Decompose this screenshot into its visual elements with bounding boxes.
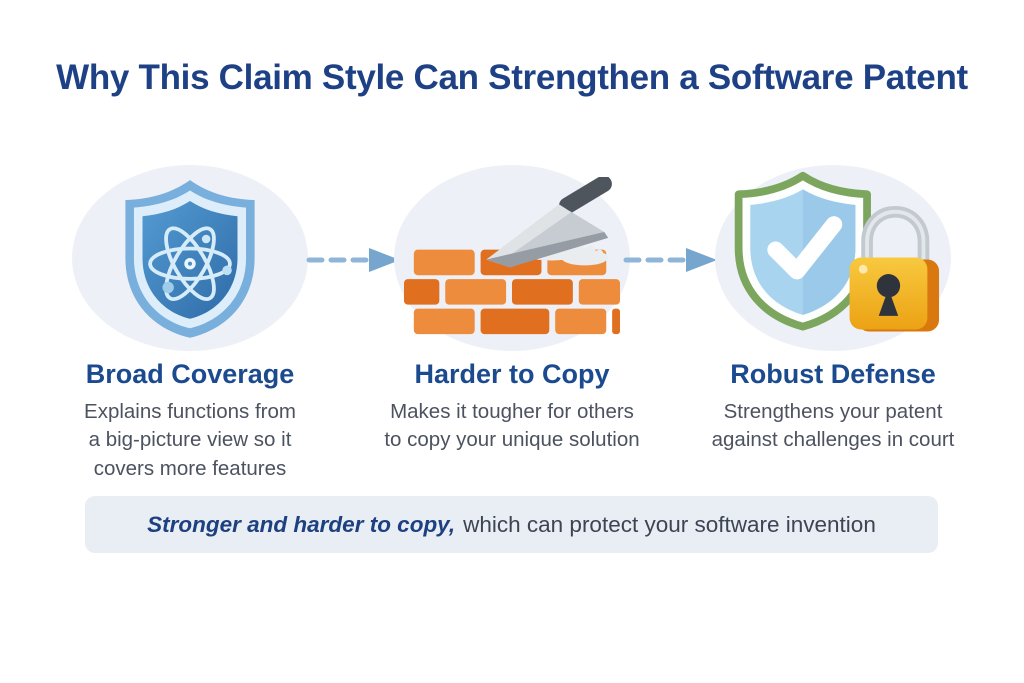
feature-heading: Broad Coverage: [85, 359, 295, 389]
feature-robust-defense: Robust Defense Strengthens your patent a…: [683, 165, 983, 455]
brick-wall-trowel-icon: [404, 176, 620, 334]
feature-heading: Robust Defense: [730, 359, 936, 389]
feature-harder-to-copy: Harder to Copy Makes it tougher for othe…: [362, 165, 662, 455]
footer-banner: Stronger and harder to copy, which can p…: [85, 496, 938, 553]
shield-check-lock-icon: [734, 171, 940, 332]
page-title: Why This Claim Style Can Strengthen a So…: [56, 58, 968, 97]
feature-description: Explains functions from a big-picture vi…: [84, 400, 296, 480]
icon-bubble: [394, 165, 630, 351]
feature-broad-coverage: Broad Coverage Explains functions from a…: [40, 165, 340, 483]
icon-bubble: [72, 165, 308, 351]
feature-description: Strengthens your patent against challeng…: [711, 400, 955, 452]
arrow-right-icon: [306, 248, 400, 272]
arrow-right-icon: [623, 248, 717, 272]
feature-description: Makes it tougher for others to copy your…: [384, 400, 640, 452]
shield-atom-icon: [125, 180, 255, 338]
footer-rest-text: which can protect your software inventio…: [463, 511, 876, 537]
footer-highlight-text: Stronger and harder to copy,: [147, 511, 456, 537]
icon-bubble: [715, 165, 951, 351]
feature-heading: Harder to Copy: [414, 359, 610, 389]
